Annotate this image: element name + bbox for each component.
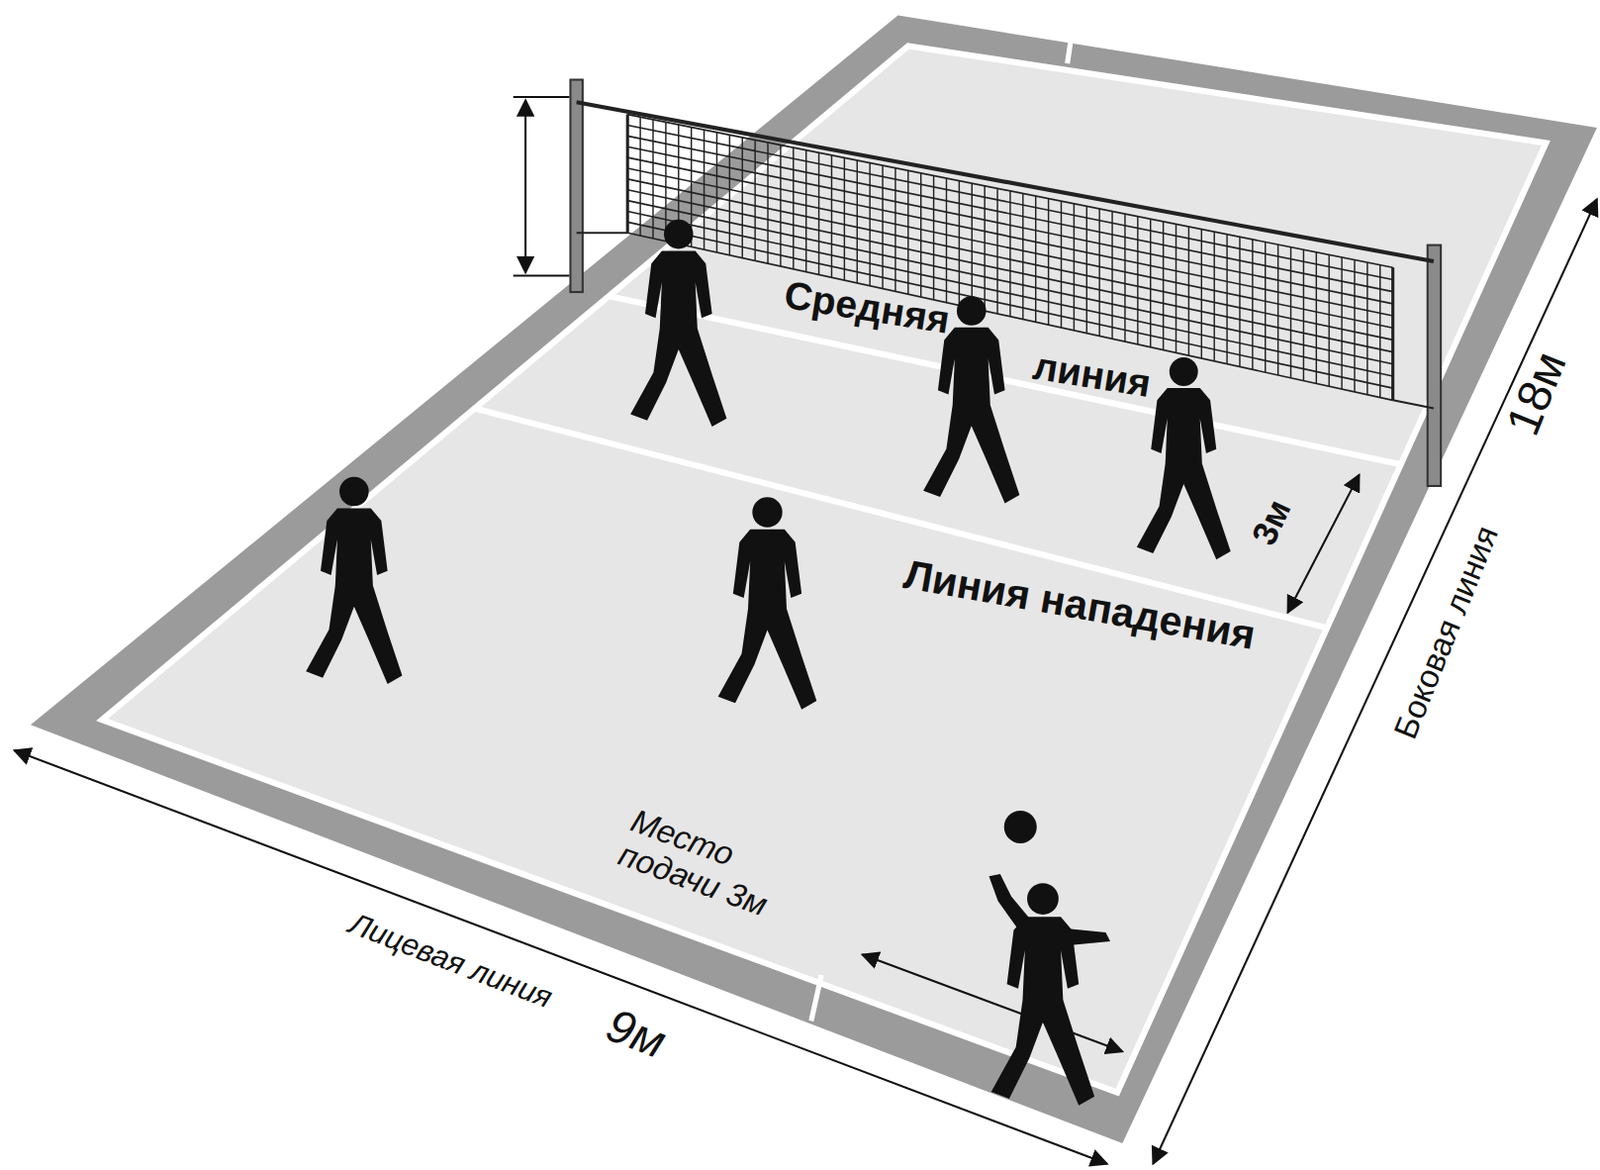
net-cord [1379, 265, 1381, 398]
net-cord [983, 186, 985, 311]
attack-zone-arrow [1287, 474, 1359, 613]
net-cord [1201, 229, 1203, 359]
net-cord [716, 132, 718, 253]
net-cord [1264, 242, 1266, 374]
net-cord [1251, 239, 1253, 370]
net-cord [818, 152, 820, 275]
net-cord [907, 170, 909, 294]
net-cord [792, 147, 794, 270]
dimension-label: линия [1030, 345, 1154, 406]
net-cord [1022, 193, 1024, 320]
net-cord [1047, 198, 1049, 326]
dimension-label: Боковая линия [1388, 521, 1506, 745]
dimension-tick [513, 275, 570, 278]
net-cable [576, 231, 629, 234]
net-cord [753, 139, 755, 261]
net-cord [1366, 262, 1368, 395]
net-cord [1175, 223, 1177, 353]
net-cord [805, 150, 807, 273]
players [305, 219, 1230, 1106]
net-cord [844, 157, 846, 281]
net-edge [1391, 267, 1395, 400]
far-mark [1067, 35, 1072, 64]
net-cord [1340, 257, 1342, 389]
court-border [30, 15, 1598, 1144]
net-cord [1060, 200, 1062, 328]
net-post [1427, 245, 1441, 486]
player-silhouette [1136, 357, 1231, 560]
net-cord [766, 142, 768, 264]
dimension-label: 3м [1244, 493, 1299, 551]
net-cord [729, 134, 731, 256]
net-cord [1238, 236, 1240, 367]
net-cord [868, 163, 870, 286]
net-cord [1009, 190, 1011, 317]
net-post [569, 80, 582, 293]
net-cord [1353, 260, 1355, 392]
net-cord [945, 178, 947, 303]
net-cord [626, 114, 628, 234]
side-line-arrow [1152, 198, 1598, 1164]
net-cord [742, 137, 744, 259]
net-cord [1303, 249, 1305, 380]
net-cord [1111, 211, 1113, 340]
dimension-tick [513, 95, 570, 98]
dimension-label: 18м [1496, 344, 1576, 443]
dimension-label: Лицевая линия [345, 905, 558, 1014]
net-cord [1149, 218, 1151, 347]
net-cord [703, 129, 705, 250]
service-mark [811, 974, 822, 1021]
dimension-label: Место подачи 3м [613, 802, 821, 937]
net-cord [856, 160, 858, 283]
net-edge [626, 114, 630, 234]
net-cord [1086, 205, 1088, 333]
net-cable [1393, 399, 1434, 408]
ball [1004, 810, 1037, 844]
net-top-cable [576, 101, 1434, 262]
net-cord [1136, 216, 1138, 345]
net-cord [1225, 234, 1227, 365]
net-cord [1188, 226, 1190, 356]
net-cord [1277, 244, 1279, 376]
net-cord [652, 119, 654, 239]
net-cord [1073, 203, 1075, 331]
net-cord [1035, 195, 1036, 322]
net-height-arrow [524, 99, 527, 273]
net-cord [1213, 231, 1215, 362]
net-cord [1124, 213, 1126, 342]
net-cord [639, 116, 641, 236]
end-line-arrow [13, 750, 1107, 1164]
net-cord [831, 155, 833, 278]
dimension-label: 9м [600, 998, 674, 1068]
court-surface [101, 46, 1546, 1093]
net-cord [1098, 208, 1100, 337]
net-cord [933, 175, 935, 299]
dimension-label: Средняя [781, 274, 953, 343]
player-silhouette [718, 496, 818, 709]
net-cord [996, 188, 998, 314]
net-cord [920, 173, 922, 297]
net-cord [664, 121, 666, 241]
net-cord [894, 168, 896, 292]
net-cord [779, 145, 781, 268]
service-arrow [861, 953, 1123, 1051]
center-line [609, 295, 1402, 465]
net-cord [881, 165, 883, 288]
net-cord [1290, 247, 1292, 378]
net-cord [1327, 254, 1329, 386]
net-cord [1392, 267, 1394, 400]
player-silhouette [305, 476, 402, 684]
player-silhouette [630, 219, 727, 427]
dimension-label: Линия нападения [900, 551, 1259, 658]
net-cord [1316, 252, 1318, 384]
net-cord [958, 181, 960, 306]
server-silhouette [988, 873, 1111, 1106]
net-cord [971, 183, 973, 308]
net-cord [1162, 221, 1164, 351]
